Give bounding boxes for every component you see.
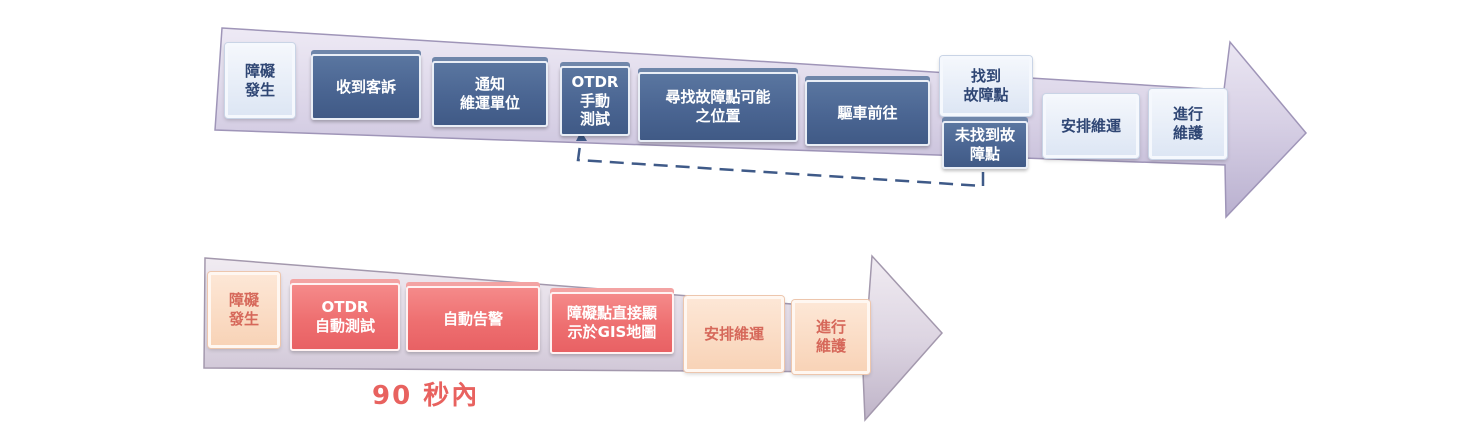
step-receive-complaint: 收到客訴	[311, 54, 421, 120]
step-drive-to-site: 驅車前往	[805, 80, 930, 146]
auto-step-otdr-auto-test: OTDR 自動測試	[290, 283, 400, 351]
auto-step-fault-occurs: 障礙 發生	[208, 272, 280, 348]
step-fault-not-found: 未找到故 障點	[942, 121, 1028, 169]
auto-step-schedule-maintenance: 安排維運	[684, 296, 784, 372]
step-otdr-manual-test: OTDR 手動 測試	[560, 66, 630, 136]
auto-step-auto-alarm: 自動告警	[406, 286, 540, 352]
step-perform-maintenance: 進行 維護	[1149, 89, 1227, 159]
step-fault-found: 找到 故障點	[940, 56, 1032, 116]
step-locate-fault: 尋找故障點可能 之位置	[638, 72, 798, 142]
time-label: 90 秒內	[372, 381, 480, 411]
step-schedule-maintenance: 安排維運	[1043, 94, 1139, 158]
step-fault-occurs: 障礙 發生	[225, 43, 295, 118]
auto-step-show-on-gis-map: 障礙點直接顯 示於GIS地圖	[550, 292, 674, 354]
retry-dashed-loop	[576, 137, 985, 188]
step-notify-maintenance: 通知 維運單位	[432, 61, 548, 127]
retry-loop-arrowhead	[576, 131, 587, 141]
auto-step-perform-maintenance: 進行 維護	[792, 300, 870, 374]
